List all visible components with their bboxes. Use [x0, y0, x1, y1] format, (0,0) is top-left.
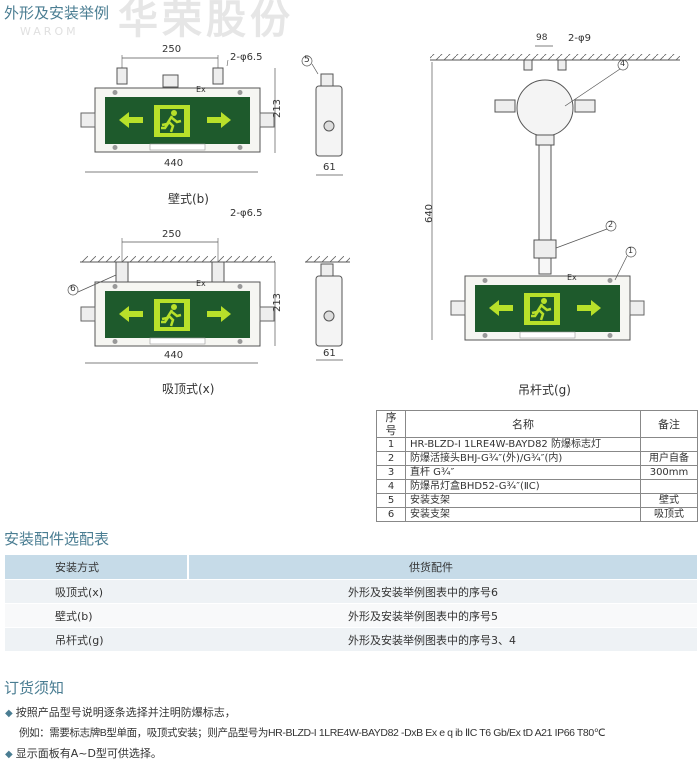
callout-1: 1	[628, 246, 634, 255]
caption-pendant-mount: 吊杆式(g)	[518, 383, 571, 397]
callout-6: 6	[70, 284, 76, 294]
accessory-selection-table: 安装方式供货配件 吸顶式(x)外形及安装举例图表中的序号6 壁式(b)外形及安装…	[5, 555, 697, 652]
ex-mark: Ex	[567, 273, 577, 282]
section-title-ordering: 订货须知	[4, 679, 65, 697]
dim-hole-spacing: 250	[162, 44, 182, 55]
cell-name: 防爆吊灯盒BHD52-G¾″(ⅡC)	[405, 479, 641, 494]
diamond-bullet-icon: ◆	[5, 749, 13, 760]
caption-wall-mount: 壁式(b)	[168, 192, 209, 206]
cell-name: 安装支架	[405, 493, 641, 508]
ex-mark: Ex	[196, 279, 206, 288]
cell-note: 300mm	[640, 465, 698, 480]
dim-width: 440	[164, 158, 184, 169]
cell-name: 直杆 G¾″	[405, 465, 641, 480]
pendant-mount-drawing	[430, 45, 680, 342]
cell-name: 安装支架	[405, 507, 641, 522]
cell-mode: 吸顶式(x)	[5, 579, 188, 604]
cell-no: 4	[376, 479, 406, 494]
note-text: 显示面板有A~D型可供选择。	[15, 747, 162, 760]
cell-note: 壁式	[640, 493, 698, 508]
dim-depth: 61	[323, 348, 336, 359]
ordering-note: ◆显示面板有A~D型可供选择。	[5, 745, 162, 761]
cell-name: HR-BLZD-I 1LRE4W-BAYD82 防爆标志灯	[405, 437, 641, 452]
cell-mode: 吊杆式(g)	[5, 627, 188, 652]
note-text: 按照产品型号说明逐条选择并注明防爆标志，	[15, 706, 236, 719]
table-row: 壁式(b)外形及安装举例图表中的序号5	[5, 603, 697, 628]
cell-no: 6	[376, 507, 406, 522]
hole-note: 2-φ6.5	[230, 52, 263, 63]
dim-depth: 61	[323, 162, 336, 173]
section-title-outline: 外形及安装举例	[4, 4, 110, 22]
hole-note: 2-φ9	[568, 33, 591, 44]
cell-mode: 壁式(b)	[5, 603, 188, 628]
cell-note	[640, 437, 698, 452]
cell-no: 1	[376, 437, 406, 452]
dim-width: 440	[164, 350, 184, 361]
cell-parts: 外形及安装举例图表中的序号5	[188, 603, 697, 628]
callout-2: 2	[608, 220, 614, 229]
wall-mount-drawing	[79, 55, 343, 176]
cell-no: 5	[376, 493, 406, 508]
table-row: 吸顶式(x)外形及安装举例图表中的序号6	[5, 579, 697, 604]
cell-name: 防爆活接头BHJ-G¾″(外)/G¾″(内)	[405, 451, 641, 466]
ex-mark: Ex	[196, 85, 206, 94]
cell-no: 2	[376, 451, 406, 466]
section-title-accessories: 安装配件选配表	[4, 530, 110, 548]
watermark-logo: WAROM	[20, 25, 79, 38]
diamond-bullet-icon: ◆	[5, 708, 13, 719]
dim-length: 640	[424, 203, 436, 224]
header-no: 序号	[376, 410, 406, 438]
cell-note	[640, 479, 698, 494]
cell-note: 吸顶式	[640, 507, 698, 522]
callout-4: 4	[620, 59, 626, 68]
cell-parts: 外形及安装举例图表中的序号6	[188, 579, 697, 604]
watermark: 华荣股份	[118, 0, 294, 43]
ceiling-mount-drawing	[67, 238, 350, 364]
callout-5: 5	[304, 55, 310, 65]
table-row: 吊杆式(g)外形及安装举例图表中的序号3、4	[5, 627, 697, 652]
header-mode: 安装方式	[5, 555, 189, 580]
header-parts: 供货配件	[188, 555, 697, 580]
ordering-example: 例如：需要标志牌B型单面，吸顶式安装；则产品型号为HR-BLZD-I 1LRE4…	[19, 727, 606, 739]
dim-hole-spacing: 98	[536, 33, 548, 43]
dim-height: 213	[272, 292, 284, 313]
installation-drawings	[67, 45, 680, 364]
caption-ceiling-mount: 吸顶式(x)	[162, 382, 215, 396]
header-note: 备注	[640, 410, 698, 438]
dim-height: 213	[272, 98, 284, 119]
header-name: 名称	[405, 410, 641, 438]
ordering-note: ◆按照产品型号说明逐条选择并注明防爆标志，	[5, 704, 236, 720]
cell-note: 用户自备	[640, 451, 698, 466]
dim-hole-spacing: 250	[162, 229, 182, 240]
hole-note: 2-φ6.5	[230, 208, 263, 219]
cell-parts: 外形及安装举例图表中的序号3、4	[188, 627, 697, 652]
cell-no: 3	[376, 465, 406, 480]
